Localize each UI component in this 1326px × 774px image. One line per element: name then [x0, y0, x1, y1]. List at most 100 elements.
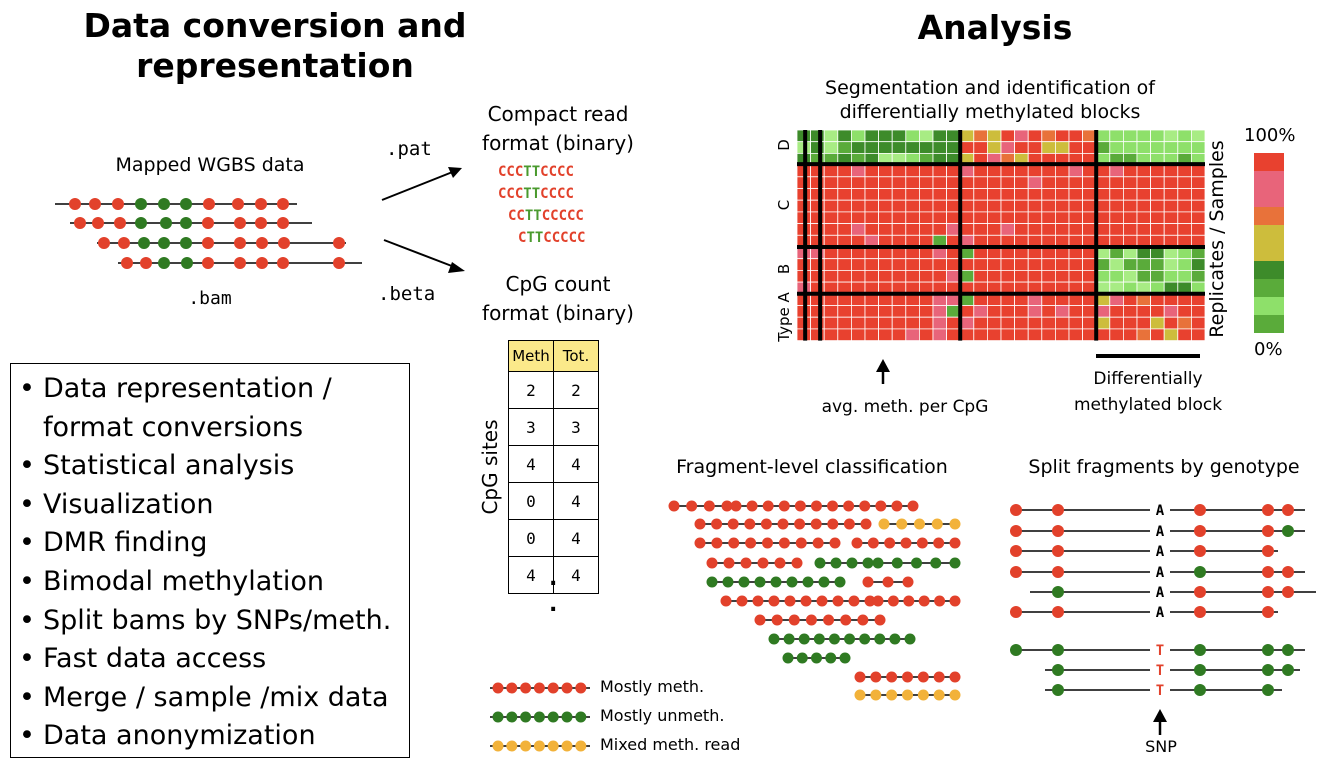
cpg-dot [810, 518, 822, 530]
heatmap-cell [1041, 269, 1056, 283]
heatmap-cell [905, 199, 920, 213]
cpg-dot [1194, 664, 1206, 676]
heatmap-cell [1163, 188, 1179, 201]
heatmap-cell [837, 164, 852, 178]
cpg-dot [1262, 545, 1274, 557]
colorbar-step [1254, 189, 1284, 207]
legend-dot [492, 682, 504, 694]
heatmap-cell [905, 223, 920, 236]
heatmap-cell [1109, 141, 1124, 154]
heatmap-cell [823, 316, 839, 330]
cpg-dot [886, 689, 898, 701]
heatmap-cell [1191, 305, 1206, 318]
heatmap-cell [919, 141, 934, 154]
heatmap-cell [1041, 316, 1056, 330]
cpg-dot [770, 576, 782, 588]
heatmap-cell [810, 258, 825, 271]
cpg-dot [256, 237, 268, 249]
cpg-dot [1194, 545, 1206, 557]
heatmap-cell [987, 269, 1002, 283]
heatmap-cell [1014, 223, 1029, 236]
cpg-dot [121, 257, 133, 269]
heatmap-cell [1082, 211, 1097, 224]
heatmap-cell [864, 141, 880, 154]
heatmap-cell [1136, 164, 1152, 178]
heatmap-cell [1136, 211, 1152, 224]
cpg-dot [112, 198, 124, 210]
heatmap-cell [823, 305, 839, 318]
heatmap-cell [1014, 176, 1029, 189]
heatmap-cell [823, 129, 839, 143]
heatmap-cell [878, 316, 893, 330]
meth-count-cell: 0 [508, 519, 554, 557]
heatmap-cell [905, 141, 920, 154]
heatmap-cell [1041, 258, 1056, 271]
heatmap-cell [864, 305, 880, 318]
heatmap-cell [1177, 305, 1192, 318]
heatmap-cell [1177, 269, 1192, 283]
heatmap-cell [1000, 223, 1016, 236]
cpg-dot [202, 217, 214, 229]
heatmap-cell [1109, 269, 1124, 283]
heatmap-cell [919, 305, 934, 318]
cpg-dot [1052, 545, 1064, 557]
heatmap-cell [1109, 129, 1124, 143]
heatmap-cell [1014, 269, 1029, 283]
heatmap-title: Segmentation and identification of diffe… [825, 77, 1155, 123]
heatmap-cell [810, 211, 825, 224]
legend-mostly-unmeth: Mostly unmeth. [600, 706, 725, 725]
genotype-split-title: Split fragments by genotype [1028, 456, 1300, 478]
heatmap-cell [823, 199, 839, 213]
cpg-dot [886, 671, 898, 683]
heatmap-cell [932, 223, 948, 236]
heatmap-cell [891, 305, 907, 318]
heatmap-cell [1041, 223, 1056, 236]
cpg-dot [69, 198, 81, 210]
cpg-dot [668, 500, 680, 512]
legend-dot [561, 682, 573, 694]
meth-count-cell: 4 [508, 445, 554, 483]
heatmap-cell [959, 223, 975, 236]
snp-base: A [1156, 585, 1165, 601]
cpg-dot [1282, 586, 1294, 598]
heatmap-cell [1068, 164, 1084, 178]
heatmap-cell [810, 176, 825, 189]
cpg-dot [232, 198, 244, 210]
cpg-dot [870, 671, 882, 683]
heatmap-cell [810, 141, 825, 154]
colorbar-step [1254, 207, 1284, 225]
heatmap-cell [851, 164, 866, 178]
heatmap-cell [1027, 328, 1043, 341]
heatmap-cell [919, 164, 934, 178]
heatmap-cell [919, 258, 934, 271]
cpg-dot [823, 614, 835, 626]
cpg-dot [933, 689, 945, 701]
heatmap-cell [878, 258, 893, 271]
heatmap-cell [1068, 141, 1084, 154]
heatmap-cell [946, 188, 961, 201]
colorbar [1254, 153, 1284, 333]
heatmap-cell [1191, 211, 1206, 224]
pat-read-line: CCCTTCCCC [498, 183, 585, 205]
heatmap-cell [837, 199, 852, 213]
cpg-dot [777, 518, 789, 530]
heatmap-cell [851, 328, 866, 341]
legend-dot [561, 740, 573, 752]
heatmap-cell [1041, 305, 1056, 318]
heatmap-cell [1055, 164, 1070, 178]
heatmap-cell [891, 223, 907, 236]
cpg-dot [98, 237, 110, 249]
heatmap-cell [932, 316, 948, 330]
right-title: Analysis [917, 8, 1073, 47]
heatmap-cell [823, 211, 839, 224]
cpg-dot [891, 557, 903, 569]
pat-read-line: CCTTCCCCC [498, 205, 585, 227]
heatmap-cell [1163, 141, 1179, 154]
cpg-dot [862, 576, 874, 588]
heatmap-cell [932, 328, 948, 341]
cpg-dot [160, 217, 172, 229]
cpg-dot [796, 652, 808, 664]
cpg-dot [727, 518, 739, 530]
cpg-dot [745, 537, 757, 549]
